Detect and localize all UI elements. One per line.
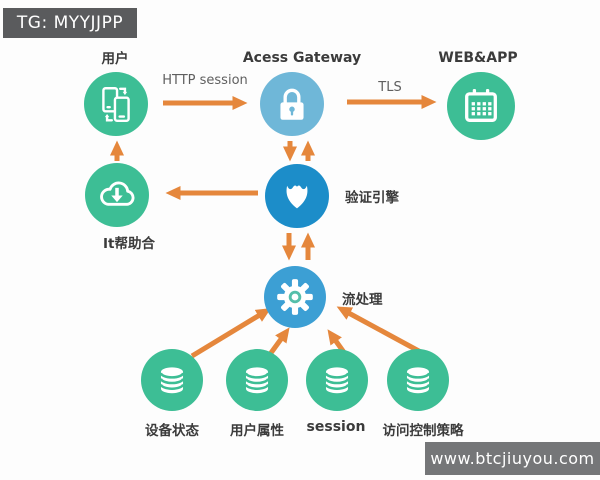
access-gateway-node (260, 72, 324, 136)
auth-engine-node (265, 164, 329, 228)
stream-processing-node (264, 266, 326, 328)
db-user-label: 用户属性 (230, 423, 284, 439)
db-device-status-node (141, 349, 203, 411)
gear-icon (277, 279, 313, 315)
cloud-download-icon (100, 181, 135, 206)
lock-icon (280, 88, 304, 120)
database-icon (324, 367, 350, 394)
auth-engine-label: 验证引擎 (345, 190, 399, 206)
gateway-label: Acess Gateway (242, 50, 362, 66)
helpdesk-node (85, 163, 149, 227)
db-policy-label: 访问控制策略 (382, 423, 464, 439)
stream-label: 流处理 (342, 292, 383, 308)
watermark-bottom: www.btcjiuyou.com (425, 442, 600, 475)
db-access-policy-node (387, 349, 449, 411)
user-label: 用户 (101, 51, 129, 67)
shield-icon (286, 185, 308, 209)
watermark-top: TG: MYYJJPP (3, 8, 137, 38)
helpdesk-label: It帮助合 (103, 236, 155, 252)
database-icon (405, 367, 431, 394)
phones-icon (102, 87, 130, 123)
webapp-label: WEB&APP (438, 50, 518, 66)
database-icon (159, 367, 185, 394)
db-user-attrs-node (226, 349, 288, 411)
http-session-label: HTTP session (162, 73, 248, 88)
db-session-label: session (306, 419, 366, 435)
user-node (84, 72, 148, 136)
db-session-node (306, 349, 368, 411)
db-device-label: 设备状态 (145, 423, 199, 439)
calendar-icon (465, 88, 497, 122)
webapp-node (447, 72, 515, 140)
tls-label: TLS (378, 80, 402, 95)
database-icon (244, 367, 270, 394)
